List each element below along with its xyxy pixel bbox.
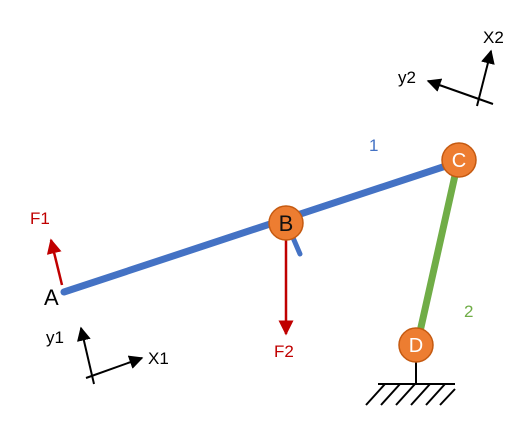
- joint-b: B: [268, 205, 304, 241]
- ground-hatch: [365, 383, 386, 406]
- force-f1-arrow: [46, 238, 64, 286]
- frame2-x-axis: [476, 49, 495, 107]
- ground-support: [365, 362, 456, 406]
- link-2-label: 2: [464, 302, 473, 321]
- force-f2-label: F2: [274, 342, 294, 361]
- frame-1: [77, 326, 144, 385]
- frame1-y-axis: [77, 326, 95, 385]
- frame1-x-axis: [85, 355, 144, 379]
- frame2-x-label: X2: [483, 28, 504, 47]
- ground-hatch: [425, 383, 446, 406]
- joint-c: C: [441, 142, 477, 178]
- link-1: [60, 158, 462, 296]
- frame1-x-label: X1: [148, 349, 169, 368]
- link-2: [413, 158, 462, 349]
- joint-b-circle: [268, 205, 304, 241]
- frame2-y-axis: [426, 78, 494, 105]
- ground-hatch: [380, 383, 401, 406]
- joint-c-label: C: [452, 150, 466, 172]
- link-1-label: 1: [369, 136, 378, 155]
- ground-hatch: [439, 388, 456, 406]
- force-f1-label: F1: [30, 209, 50, 228]
- frame2-y-label: y2: [398, 68, 416, 87]
- joint-b-label: B: [279, 211, 294, 236]
- joint-c-circle: [441, 142, 477, 178]
- point-a-label: A: [44, 285, 59, 310]
- frame-2: [426, 49, 495, 107]
- frame1-y-label: y1: [46, 328, 64, 347]
- joint-d-circle: [398, 327, 434, 363]
- joint-d-label: D: [409, 335, 423, 357]
- ground-hatch: [395, 383, 416, 406]
- ground-hatch: [410, 383, 431, 406]
- joint-d: D: [398, 327, 434, 363]
